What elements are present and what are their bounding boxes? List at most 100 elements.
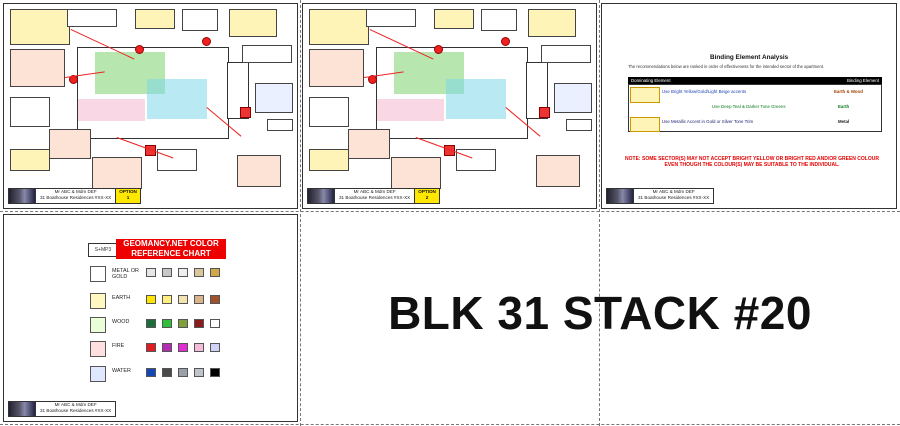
client-name: Mr ABC & Mdm DEF xyxy=(54,189,97,194)
row-tag xyxy=(630,87,660,103)
annotation-box xyxy=(528,9,576,37)
annotation-box xyxy=(536,155,580,187)
color-swatch xyxy=(194,368,204,377)
title-block: Mr ABC & Mdm DEF 31 Boathouse Residences… xyxy=(8,188,141,204)
marker-dot xyxy=(434,45,443,54)
chart-badge: S+MP3 xyxy=(88,243,118,257)
title-block: Mr ABC & Mdm DEF 31 Boathouse Residences… xyxy=(8,401,117,417)
binding-analysis-page[interactable]: Binding Element Analysis The recommendat… xyxy=(601,3,897,209)
color-chart-heading: GEOMANCY.NET COLOR REFERENCE CHART xyxy=(116,239,226,259)
annotation-box xyxy=(309,149,349,171)
property-address: 31 Boathouse Residences #XX-XX xyxy=(40,408,112,413)
marker-stop xyxy=(539,107,550,118)
color-swatch xyxy=(178,319,188,328)
option-number: 1 xyxy=(126,195,130,200)
row-tag xyxy=(630,117,660,132)
color-swatch xyxy=(146,368,156,377)
client-name: Mr ABC & Mdm DEF xyxy=(353,189,396,194)
element-name: WATER xyxy=(112,368,131,374)
color-swatch xyxy=(210,295,220,304)
annotation-box xyxy=(434,9,474,29)
annotation-box xyxy=(309,97,349,127)
title-block: Mr ABC & Mdm DEF 31 Boathouse Residences… xyxy=(606,188,715,204)
element-symbol-icon xyxy=(90,366,106,382)
color-swatch xyxy=(162,268,172,277)
analysis-row-binding: Earth & Wood xyxy=(834,89,863,94)
annotation-box xyxy=(229,9,277,37)
option-label: OPTION xyxy=(119,189,137,194)
color-swatch xyxy=(178,268,188,277)
element-symbol-icon xyxy=(90,266,106,282)
color-swatch xyxy=(178,368,188,377)
color-swatch xyxy=(210,268,220,277)
analysis-table xyxy=(628,84,882,132)
marker-dot xyxy=(135,45,144,54)
analysis-row-text: Use Metallic Accent in Gold or Silver To… xyxy=(662,119,754,124)
stack-title: BLK 31 STACK #20 xyxy=(388,287,812,339)
color-swatch xyxy=(162,319,172,328)
page-grid-line xyxy=(300,0,301,426)
option-number: 2 xyxy=(425,195,429,200)
element-symbol-icon xyxy=(90,317,106,333)
color-swatch xyxy=(194,268,204,277)
annotation-box xyxy=(391,157,441,189)
balcony xyxy=(526,62,548,119)
element-name: METAL OR GOLD xyxy=(112,268,139,280)
annotation-box xyxy=(481,9,517,31)
property-address: 31 Boathouse Residences #XX-XX xyxy=(638,195,710,200)
option-label: OPTION xyxy=(418,189,436,194)
annotation-box xyxy=(554,83,592,113)
analysis-title: Binding Element Analysis xyxy=(710,54,789,61)
floor-plan-diagram xyxy=(306,7,593,189)
marker-dot xyxy=(501,37,510,46)
col-dominating: Dominating Element xyxy=(631,78,671,83)
zone-pink xyxy=(376,99,444,121)
floor-plan-page-option-2[interactable]: Mr ABC & Mdm DEF 31 Boathouse Residences… xyxy=(302,3,597,209)
annotation-box xyxy=(49,129,91,159)
color-chart-page[interactable]: S+MP3 GEOMANCY.NET COLOR REFERENCE CHART… xyxy=(3,214,298,422)
element-name: EARTH xyxy=(112,295,131,301)
color-swatch xyxy=(146,343,156,352)
marker-dot xyxy=(202,37,211,46)
floor-plan-diagram xyxy=(7,7,294,189)
marker-stop xyxy=(240,107,251,118)
zone-cyan xyxy=(446,79,506,119)
element-name: FIRE xyxy=(112,343,125,349)
company-logo xyxy=(9,189,35,203)
color-swatch xyxy=(210,343,220,352)
company-logo xyxy=(308,189,334,203)
annotation-box xyxy=(67,9,117,27)
analysis-row-binding: Earth xyxy=(838,104,850,109)
color-swatch xyxy=(162,295,172,304)
apartment-outline xyxy=(376,47,528,139)
analysis-table-header: Dominating Element Binding Element xyxy=(628,77,882,84)
page-grid-line xyxy=(0,424,900,425)
apartment-outline xyxy=(77,47,229,139)
annotation-box xyxy=(10,97,50,127)
element-symbol-icon xyxy=(90,293,106,309)
floor-plan-page-option-1[interactable]: Mr ABC & Mdm DEF 31 Boathouse Residences… xyxy=(3,3,298,209)
annotation-box xyxy=(541,45,591,63)
page-grid-line xyxy=(599,0,600,426)
property-address: 31 Boathouse Residences #XX-XX xyxy=(40,195,112,200)
element-name: WOOD xyxy=(112,319,130,325)
annotation-box xyxy=(135,9,175,29)
analysis-row-text: Use Bright Yellow/Gold/Light Beige accen… xyxy=(662,89,747,94)
annotation-box xyxy=(237,155,281,187)
color-swatch xyxy=(146,268,156,277)
annotation-box xyxy=(182,9,218,31)
color-swatch xyxy=(146,319,156,328)
annotation-box xyxy=(10,49,65,87)
balcony xyxy=(227,62,249,119)
analysis-description: The recommendations below are ranked in … xyxy=(628,64,825,69)
property-address: 31 Boathouse Residences #XX-XX xyxy=(339,195,411,200)
annotation-box xyxy=(566,119,592,131)
zone-cyan xyxy=(147,79,207,119)
page-grid-line xyxy=(0,211,900,212)
annotation-box xyxy=(10,149,50,171)
annotation-box xyxy=(348,129,390,159)
color-swatch xyxy=(162,368,172,377)
annotation-box xyxy=(157,149,197,171)
analysis-note: NOTE: SOME SECTOR(S) MAY NOT ACCEPT BRIG… xyxy=(625,156,879,169)
annotation-box xyxy=(242,45,292,63)
